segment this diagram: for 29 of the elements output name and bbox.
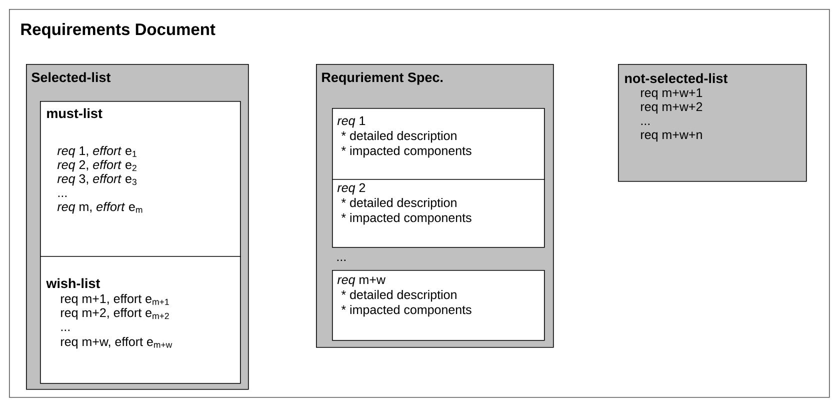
panel-heading: must-list	[47, 108, 102, 118]
list-item: req m+2, effort e$_{m+2}$	[61, 308, 169, 320]
requirement-text: * detailed description	[341, 130, 456, 143]
requirement-text: * impacted components	[341, 212, 472, 225]
list-item: req m, effort e$_{m}$	[57, 202, 142, 214]
document-title: Requirements Document	[21, 23, 216, 38]
requirement-text: * detailed description	[341, 290, 456, 302]
panel-heading: Requriement Spec.	[322, 72, 443, 85]
panel-heading: wish-list	[46, 278, 100, 288]
requirement-text: req 2	[337, 183, 366, 195]
list-item: ...	[58, 196, 66, 197]
list-item: req m+1, effort e$_{m+1}$	[61, 294, 169, 306]
requirement-text: req 1	[337, 116, 366, 128]
list-item: req 3, effort e$_{3}$	[57, 174, 136, 186]
list-item: req m+w+1	[641, 88, 702, 100]
panel-heading: Selected-list	[32, 72, 111, 82]
list-item: req m+w+n	[641, 132, 702, 142]
list-item: req 2, effort e$_{2}$	[57, 160, 136, 172]
list-item: req 1, effort e$_{1}$	[57, 146, 136, 158]
panel-heading: not-selected-list	[625, 73, 728, 84]
list-item: ...	[641, 124, 650, 125]
requirement-text: * impacted components	[341, 304, 472, 317]
list-item: ...	[337, 260, 346, 261]
list-item: ...	[61, 330, 70, 331]
requirement-text: req m+w	[337, 276, 386, 287]
list-item: req m+w+2	[641, 102, 702, 114]
requirement-text: * impacted components	[341, 146, 472, 158]
requirement-text: * detailed description	[341, 198, 456, 210]
list-item: req m+w, effort e$_{m+w}$	[61, 336, 172, 349]
